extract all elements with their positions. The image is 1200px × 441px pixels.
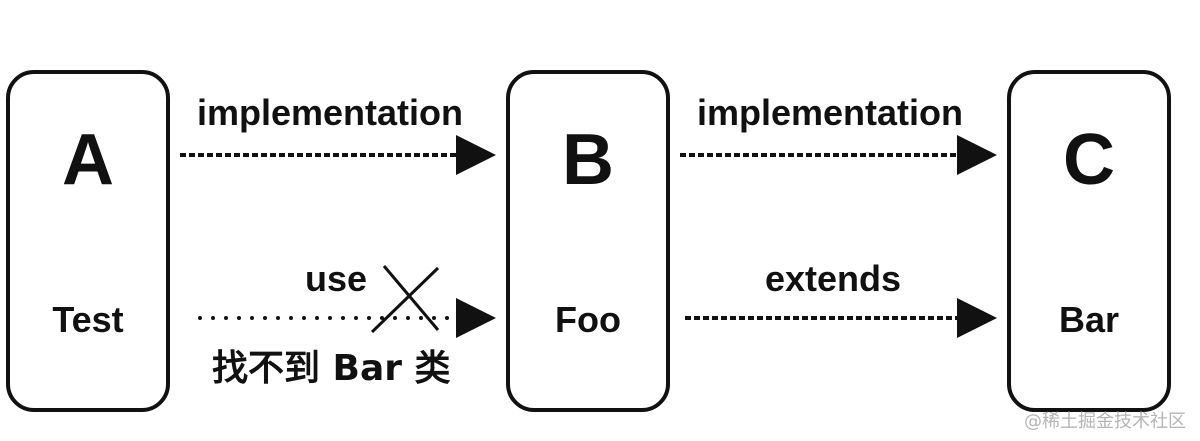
label-bar-class-not-found: 找不到 Bar 类 [212,348,451,389]
cross-out-icon [370,265,440,334]
watermark: @稀土掘金技术社区 [1024,411,1186,432]
node-b: B Foo [506,70,670,412]
node-a-letter: A [62,120,114,200]
node-b-letter: B [562,120,614,200]
node-a-name: Test [52,299,124,340]
label-a-to-b-implementation: implementation [197,92,464,133]
label-b-to-c-implementation: implementation [697,92,964,133]
node-a: A Test [6,70,170,412]
node-b-name: Foo [555,299,621,340]
node-c: C Bar [1007,70,1171,412]
label-b-to-c-extends: extends [765,258,902,299]
node-c-letter: C [1063,120,1115,200]
node-c-name: Bar [1058,299,1120,340]
label-a-to-b-use: use [305,258,368,299]
